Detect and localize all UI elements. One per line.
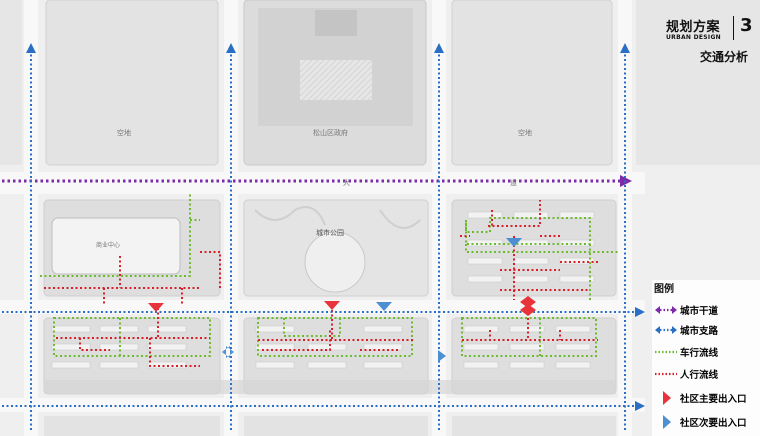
arterial-road-band [0, 172, 645, 194]
purple-dotted-arrow-icon [655, 306, 677, 314]
legend-label: 城市干道 [680, 306, 719, 317]
legend-item-arterial: 城市干道 [652, 300, 760, 320]
vacant-label-left: 空地 [117, 129, 131, 137]
legend-item-secondary-entrance: 社区次要出入口 [652, 412, 760, 432]
page-title: 规划方案 [666, 20, 721, 35]
legend-label: 城市支路 [680, 326, 719, 337]
park-path [379, 209, 421, 229]
vacant-label-right: 空地 [518, 129, 532, 137]
legend-label: 社区主要出入口 [680, 394, 747, 405]
blue-triangle-icon [663, 415, 671, 429]
road-label-b: 道 [510, 179, 517, 187]
secondary-entrance-marker [376, 302, 392, 311]
main-entrance-marker [324, 301, 340, 310]
mall-sign: 商业中心 [96, 242, 121, 249]
government-label: 松山区政府 [313, 129, 348, 137]
page-number: 3 [740, 15, 753, 36]
block-vacant-right [451, 0, 613, 166]
government-plaza [300, 60, 372, 100]
mall-building [51, 217, 181, 275]
legend-item-main-entrance: 社区主要出入口 [652, 388, 760, 408]
pedestrian-flow [44, 200, 600, 367]
legend-item-vehicle: 车行流线 [652, 342, 760, 362]
secondary-entrance-marker [438, 350, 446, 362]
section-title: 交通分析 [700, 50, 749, 64]
title-block: 规划方案 URBAN DESIGN 3 [652, 14, 756, 44]
block-edge-left [0, 0, 22, 165]
blue-dotted-arrow-icon [655, 326, 677, 334]
road-label-a: 大 [343, 179, 350, 187]
park-label: 城市公园 [316, 229, 344, 237]
block-edge-right [636, 0, 760, 165]
legend-item-branch: 城市支路 [652, 320, 760, 340]
block-bottom-1 [44, 416, 220, 436]
legend-label: 车行流线 [680, 348, 719, 359]
park-circle [304, 231, 366, 293]
main-entrance-marker [520, 296, 536, 316]
legend-title: 图例 [654, 284, 674, 295]
main-entrance-marker [148, 303, 164, 312]
government-building [315, 10, 357, 36]
title-divider [733, 16, 734, 40]
red-triangle-icon [663, 391, 671, 405]
legend-item-pedestrian: 人行流线 [652, 364, 760, 384]
green-belt [44, 380, 616, 394]
block-bottom-2 [244, 416, 428, 436]
secondary-entrance-marker [506, 238, 522, 247]
green-dotted-line-icon [655, 350, 677, 354]
page-title-en: URBAN DESIGN [666, 34, 721, 41]
legend-label: 社区次要出入口 [680, 418, 747, 429]
red-dotted-line-icon [655, 372, 677, 376]
branch-road-lines [2, 43, 645, 430]
park-path [254, 206, 326, 226]
secondary-entrance-marker [222, 346, 234, 358]
block-vacant-left [45, 0, 219, 166]
legend: 图例 城市干道 城市支路 车行流线 人行流线 [652, 280, 760, 436]
block-bottom-3 [452, 416, 616, 436]
legend-label: 人行流线 [680, 370, 719, 381]
